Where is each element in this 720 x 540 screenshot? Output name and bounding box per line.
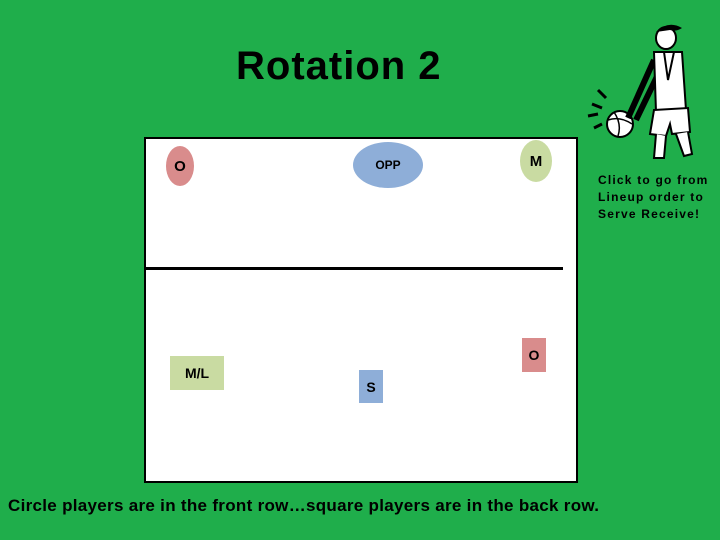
player-back-right[interactable]: O: [522, 338, 546, 372]
player-label: M/L: [184, 365, 210, 381]
player-back-left[interactable]: M/L: [170, 356, 224, 390]
net-line: [145, 267, 563, 270]
player-label: O: [174, 157, 186, 175]
player-label: OPP: [375, 158, 401, 172]
player-label: S: [366, 378, 376, 395]
player-back-middle[interactable]: S: [359, 370, 383, 403]
slide-title: Rotation 2: [236, 44, 442, 88]
footer-caption: Circle players are in the front row…squa…: [8, 496, 600, 515]
player-label: O: [528, 347, 540, 363]
serve-receive-link[interactable]: Click to go from Lineup order to Serve R…: [598, 173, 709, 221]
player-label: M: [529, 152, 543, 170]
volleyball-court: [144, 137, 578, 483]
volleyball-player-icon: [587, 24, 694, 159]
player-front-left[interactable]: O: [166, 146, 194, 186]
player-front-middle[interactable]: OPP: [353, 142, 423, 188]
player-front-right[interactable]: M: [520, 140, 552, 182]
